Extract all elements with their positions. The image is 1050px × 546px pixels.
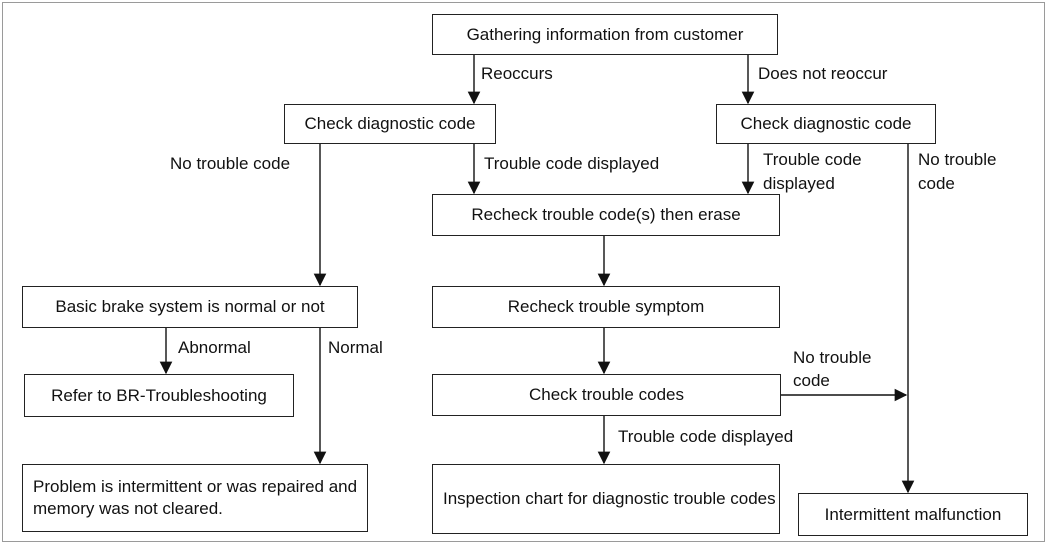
node-check-trouble-codes: Check trouble codes [432,374,781,416]
label-normal: Normal [328,338,383,357]
node-basic-brake-system: Basic brake system is normal or not [22,286,358,328]
node-gathering-information: Gathering information from customer [432,14,778,55]
node-check-diagnostic-code-left: Check diagnostic code [284,104,496,144]
label-does-not-reoccur: Does not reoccur [758,64,888,83]
label-reoccurs: Reoccurs [481,64,553,83]
label-no-trouble-code-right-1: No trouble [918,150,997,169]
node-recheck-trouble-codes-erase: Recheck trouble code(s) then erase [432,194,780,236]
label-trouble-code-displayed-bottom: Trouble code displayed [618,427,794,446]
node-intermittent-malfunction: Intermittent malfunction [798,493,1028,536]
node-check-diagnostic-code-right: Check diagnostic code [716,104,936,144]
label-no-trouble-code-mid-2: code [793,371,830,390]
label-trouble-code-displayed-right-1: Trouble code [763,150,862,169]
node-problem-intermittent: Problem is intermittent or was repaired … [22,464,368,532]
node-recheck-trouble-symptom: Recheck trouble symptom [432,286,780,328]
label-trouble-code-displayed-right-2: displayed [763,174,835,193]
label-no-trouble-code-right-2: code [918,174,955,193]
node-refer-br-troubleshooting: Refer to BR-Troubleshooting [24,374,294,417]
label-no-trouble-code-mid-1: No trouble [793,348,872,367]
label-trouble-code-displayed-left: Trouble code displayed [484,154,660,173]
label-abnormal: Abnormal [178,338,251,357]
node-inspection-chart: Inspection chart for diagnostic trouble … [432,464,780,534]
label-no-trouble-code-left: No trouble code [170,154,291,173]
